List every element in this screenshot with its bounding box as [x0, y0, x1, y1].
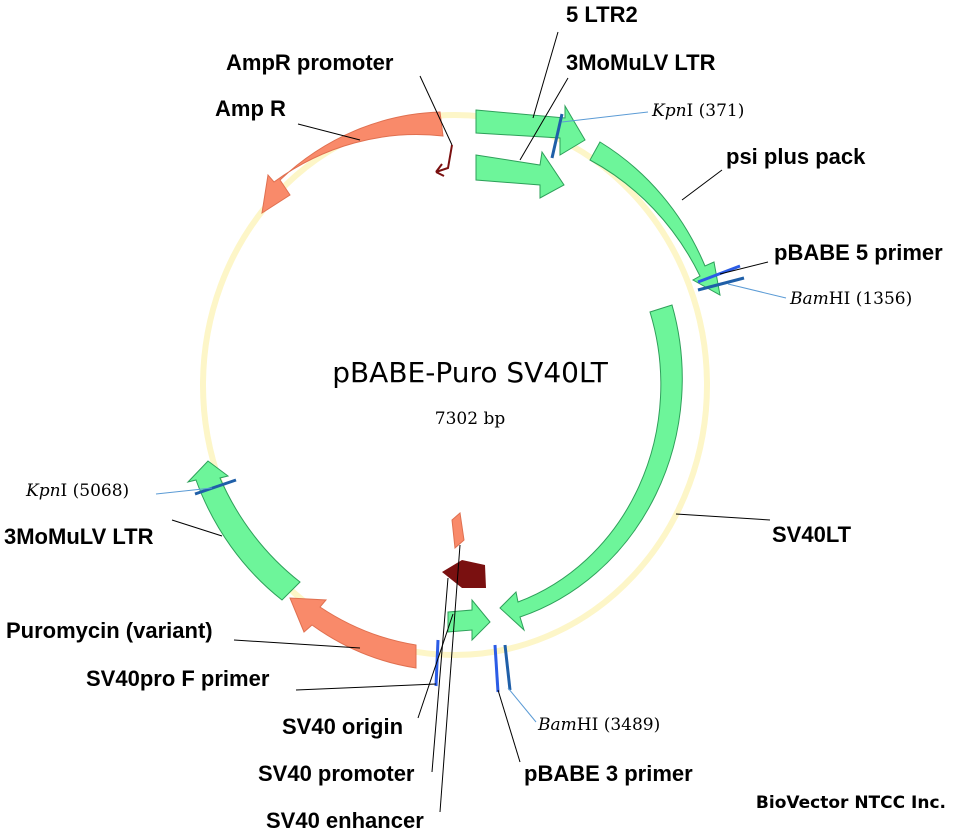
momulv-ltr-left-feature	[186, 460, 301, 601]
kpn1-top-site-mark	[550, 113, 564, 159]
puromycin-feature	[289, 597, 417, 669]
momulv-ltr-top-label: 3MoMuLV LTR	[566, 50, 716, 75]
sv40pro-f-primer-label: SV40pro F primer	[86, 666, 270, 691]
plasmid-name: pBABE-Puro SV40LT	[332, 356, 609, 389]
sv40-promoter-leader	[431, 577, 449, 773]
kpn1-left-leader	[155, 487, 213, 495]
momulv-ltr-top-feature	[475, 150, 565, 199]
kpn1-top-leader	[561, 111, 649, 123]
ltr5-leader	[532, 31, 559, 119]
sv40lt-leader	[675, 513, 771, 521]
sv40-origin-feature	[447, 598, 491, 642]
kpn1-left-site-mark	[194, 478, 237, 496]
sv40lt-label: SV40LT	[772, 522, 852, 547]
amp-r-label: Amp R	[215, 96, 286, 121]
puromycin-label: Puromycin (variant)	[6, 618, 213, 643]
momulv-ltr-left-label: 3MoMuLV LTR	[4, 524, 154, 549]
sv40pro-f-primer-leader	[295, 683, 437, 691]
plasmid-backbone	[200, 112, 710, 658]
pbabe5-primer-mark	[697, 264, 741, 284]
ampr-promoter-feature	[435, 144, 453, 177]
pbabe5-primer-leader	[719, 261, 769, 275]
ampr-promoter-label: AmpR promoter	[226, 50, 394, 75]
kpn1-top-label: KpnI (371)	[651, 101, 744, 121]
pbabe3-primer-leader	[497, 689, 521, 763]
psi-plus-pack-label: psi plus pack	[726, 144, 866, 169]
sv40-origin-leader	[417, 613, 454, 719]
amp-r-feature	[261, 111, 444, 215]
puromycin-leader	[233, 639, 361, 649]
sv40-enhancer-label: SV40 enhancer	[266, 808, 424, 833]
ltr5-label: 5 LTR2	[566, 2, 638, 27]
sv40lt-feature	[499, 304, 683, 632]
bam-bottom-leader	[507, 687, 537, 723]
bam-bottom-site-mark	[503, 644, 512, 691]
bam-top-site-mark	[697, 276, 745, 292]
ampr-promoter-leader	[419, 75, 453, 146]
bam-top-label: BamHI (1356)	[789, 289, 912, 309]
amp-r-leader	[297, 123, 361, 141]
plasmid-size: 7302 bp	[435, 409, 506, 429]
sv40-enhancer-leader	[439, 544, 461, 813]
sv40-promoter-feature	[442, 560, 486, 588]
credit-label: BioVector NTCC Inc.	[756, 793, 946, 813]
kpn1-left-label: KpnI (5068)	[25, 481, 129, 501]
pbabe3-primer-label: pBABE 3 primer	[524, 761, 693, 786]
sv40-enhancer-feature	[451, 512, 465, 550]
bam-bottom-label: BamHI (3489)	[537, 715, 660, 735]
sv40-promoter-label: SV40 promoter	[258, 761, 415, 786]
momulv-ltr-top-leader	[519, 77, 569, 161]
bam-top-leader	[727, 283, 787, 299]
sv40-origin-label: SV40 origin	[282, 714, 403, 739]
psi-plus-pack-leader	[681, 169, 723, 201]
ltr5-feature	[475, 104, 586, 156]
momulv-ltr-left-leader	[171, 519, 223, 537]
pbabe5-primer-label: pBABE 5 primer	[774, 240, 943, 265]
pbabe3-primer-mark	[493, 644, 500, 693]
